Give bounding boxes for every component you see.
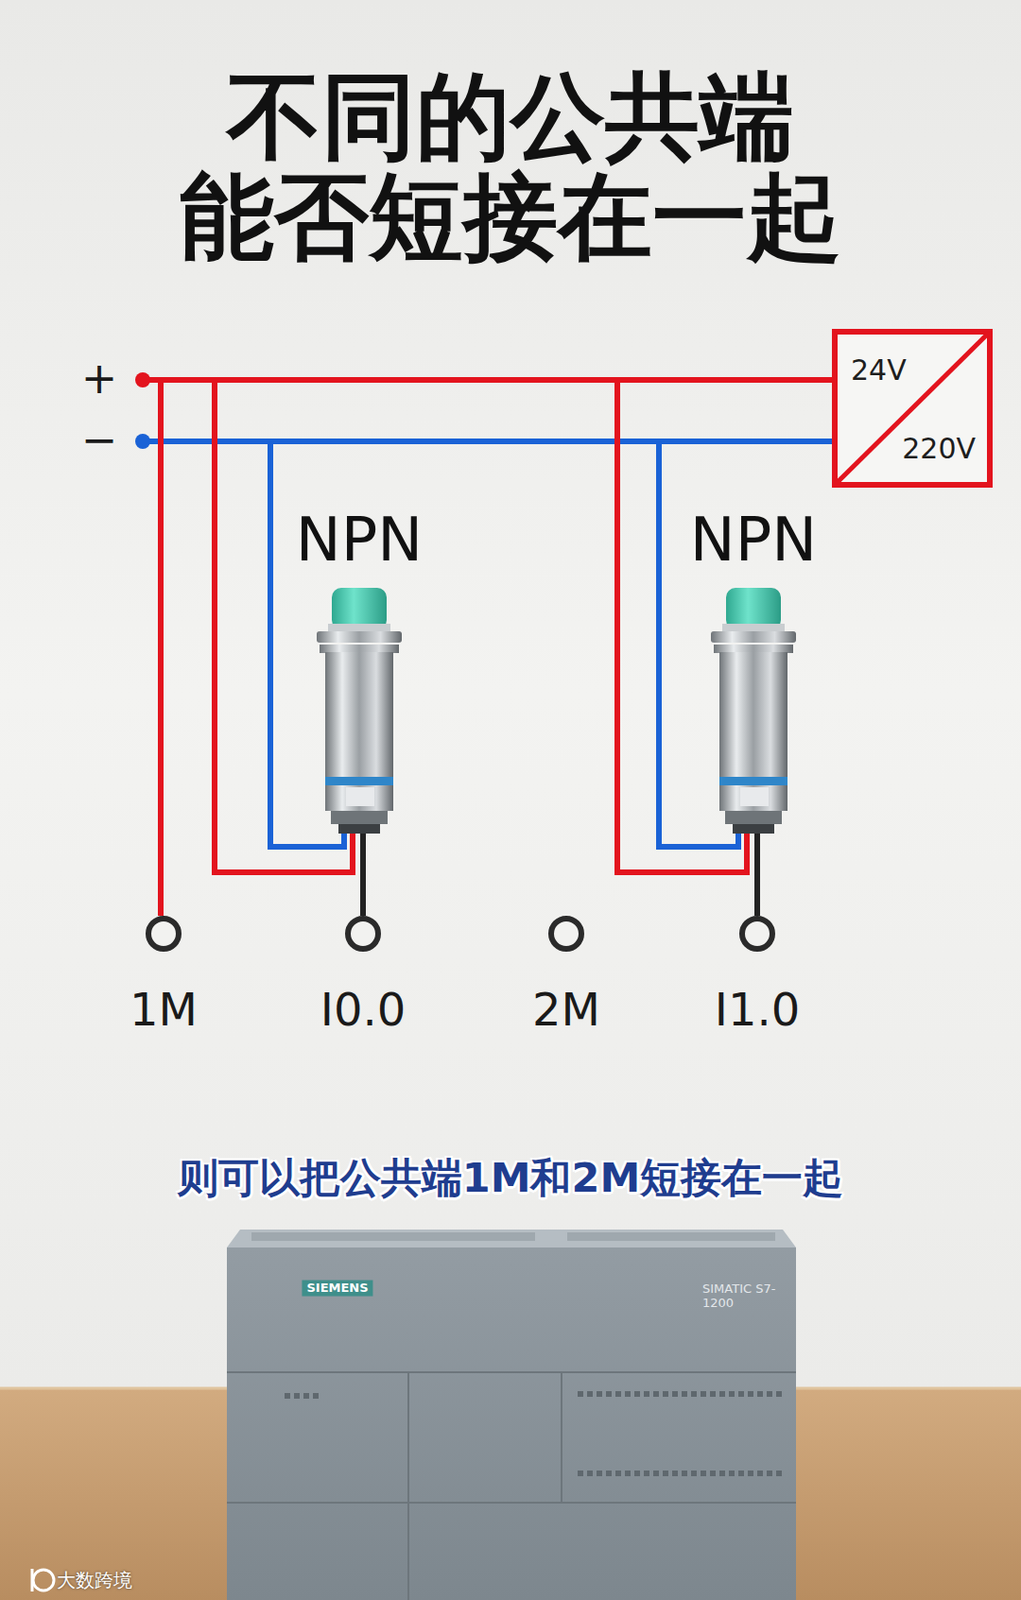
plc-groove [407, 1372, 410, 1600]
plc-groove [560, 1372, 563, 1504]
title-text: 不同的公共端 能否短接在一起 [0, 67, 1021, 268]
sensor-band [719, 777, 788, 786]
sensor-signal-wire [360, 830, 366, 917]
caption-text: 则可以把公共端1M和2M短接在一起 [0, 1151, 1021, 1207]
common-wire [157, 380, 164, 917]
sensor-band [325, 777, 394, 786]
sensor-cable-gland [338, 824, 381, 834]
terminal-name: 1M [129, 984, 198, 1037]
plc-groove [226, 1502, 797, 1505]
plc-top-face [226, 1229, 797, 1248]
plc-led-row [576, 1391, 785, 1398]
sensor-thread [722, 623, 785, 632]
sensor-plate [346, 787, 375, 807]
power-supply-box: 24V 220V [831, 328, 993, 488]
sensor-nut [319, 644, 399, 654]
plc-led-row [576, 1470, 785, 1477]
brand-label: SIEMENS [301, 1280, 373, 1298]
sensor-body [719, 652, 788, 812]
watermark: 大数跨境 [56, 1570, 133, 1593]
sensor-type: NPN [295, 505, 423, 576]
negative-bus-wire [142, 438, 832, 445]
polarity-sign: − [81, 415, 119, 466]
sensor-cable-gland [732, 824, 775, 834]
wires [142, 380, 832, 917]
terminal-dot [135, 372, 151, 388]
terminal-name: 2M [532, 984, 601, 1037]
sensor-nut [316, 631, 402, 643]
sensor-end [330, 811, 388, 825]
plc-led-row [283, 1393, 322, 1400]
plc-terminal-cover [251, 1232, 536, 1242]
proximity-sensor [316, 588, 402, 834]
sensor-thread [328, 623, 391, 632]
plc-terminal-cover [567, 1232, 776, 1242]
plc-groove [226, 1371, 797, 1374]
plc-front [226, 1247, 797, 1600]
polarity-sign: + [81, 353, 119, 404]
plc-body [226, 1229, 797, 1600]
logo-ring [33, 1570, 54, 1592]
wall-background [0, 0, 1021, 1389]
proximity-sensor [710, 588, 797, 834]
sensor-body [325, 652, 394, 812]
plc-panel [238, 1408, 277, 1466]
terminal-name: I0.0 [320, 984, 407, 1037]
voltage-label: 24V [850, 353, 907, 387]
terminal-circle [347, 918, 379, 950]
sensor-cap [331, 588, 387, 630]
model-label: SIMATIC S7-1200 [702, 1282, 782, 1312]
diagonal-line [837, 334, 987, 483]
terminal-name: I1.0 [714, 984, 801, 1037]
sensor-signal-wire [754, 830, 761, 917]
sensor-type: NPN [690, 505, 817, 576]
sensor-end [725, 811, 782, 825]
terminal-circle [551, 918, 582, 950]
watermark-logo [32, 1569, 54, 1593]
positive-bus-wire [142, 377, 832, 383]
sensor-cap [726, 588, 781, 630]
sensor-nut [713, 644, 794, 654]
logo-stroke [31, 1569, 35, 1593]
voltage-label: 220V [901, 432, 976, 466]
plc-terminals [148, 918, 773, 950]
terminal-dot [135, 433, 151, 450]
sensor-plate [740, 787, 769, 807]
terminal-circle [742, 918, 773, 950]
terminal-circle [148, 918, 179, 950]
sensor-nut [710, 631, 797, 643]
